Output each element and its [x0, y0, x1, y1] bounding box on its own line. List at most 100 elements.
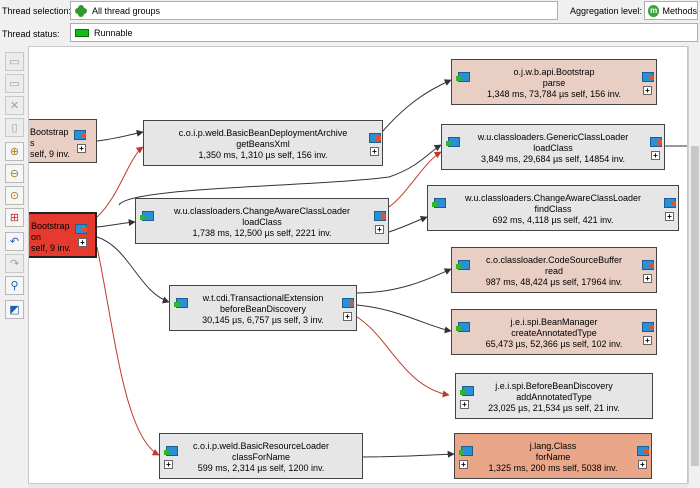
- outgoing-calls-icon[interactable]: [642, 260, 654, 270]
- expand-icon[interactable]: +: [164, 460, 173, 469]
- outgoing-calls-icon[interactable]: [637, 446, 649, 456]
- node-class: w.u.classloaders.ChangeAwareClassLoader: [174, 206, 350, 216]
- find-icon[interactable]: ⚲: [5, 276, 24, 295]
- outgoing-calls-icon[interactable]: [369, 133, 381, 143]
- runnable-icon: [75, 28, 89, 37]
- thread-selection-field[interactable]: All thread groups: [70, 1, 558, 20]
- outgoing-calls-icon[interactable]: [74, 130, 86, 140]
- graph-node[interactable]: c.o.classloader.CodeSourceBuffer read 98…: [451, 247, 657, 293]
- trash-icon[interactable]: ▯: [5, 118, 24, 137]
- graph-node[interactable]: w.u.classloaders.GenericClassLoader load…: [441, 124, 665, 170]
- node-class: Bootstrap: [31, 221, 70, 231]
- node-method: s: [30, 138, 35, 148]
- edge: [118, 144, 442, 206]
- scrollbar-thumb[interactable]: [691, 146, 699, 466]
- outgoing-calls-icon[interactable]: [642, 72, 654, 82]
- node-method: loadClass: [242, 217, 282, 227]
- incoming-calls-icon[interactable]: [140, 211, 154, 221]
- incoming-calls-icon[interactable]: [174, 298, 188, 308]
- expand-icon[interactable]: +: [638, 460, 647, 469]
- methods-icon: m: [648, 4, 660, 17]
- expand-icon[interactable]: +: [343, 312, 352, 321]
- node-stats: self, 9 inv.: [30, 149, 70, 159]
- outgoing-calls-icon[interactable]: [650, 137, 662, 147]
- incoming-calls-icon[interactable]: [459, 446, 473, 456]
- expand-icon[interactable]: +: [370, 147, 379, 156]
- incoming-calls-icon[interactable]: [446, 137, 460, 147]
- edge: [356, 316, 450, 398]
- node-class: j.lang.Class: [529, 441, 577, 451]
- node-class: w.t.cdi.TransactionalExtension: [202, 293, 324, 303]
- export-icon[interactable]: ◩: [5, 300, 24, 319]
- graph-node[interactable]: w.u.classloaders.ChangeAwareClassLoader …: [427, 185, 679, 231]
- outgoing-calls-icon[interactable]: [642, 322, 654, 332]
- comment-add-icon[interactable]: ▭: [5, 74, 24, 93]
- expand-icon[interactable]: +: [459, 460, 468, 469]
- incoming-calls-icon[interactable]: [164, 446, 178, 456]
- graph-node[interactable]: j.e.i.spi.BeanManager createAnnotatedTyp…: [451, 309, 657, 355]
- zoom-out-icon[interactable]: ⊖: [5, 164, 24, 183]
- graph-node[interactable]: Bootstrap on self, 9 inv. +: [29, 212, 97, 258]
- thread-selection-label: Thread selection:: [2, 6, 72, 16]
- node-method: createAnnotatedType: [511, 328, 597, 338]
- node-stats: 1,348 ms, 73,784 µs self, 156 inv.: [486, 89, 622, 99]
- incoming-calls-icon[interactable]: [460, 386, 474, 396]
- node-stats: 3,849 ms, 29,684 µs self, 14854 inv.: [480, 154, 626, 164]
- node-class: o.j.w.b.api.Bootstrap: [513, 67, 595, 77]
- redo-icon[interactable]: ↷: [5, 254, 24, 273]
- graph-node[interactable]: c.o.i.p.weld.BasicResourceLoader classFo…: [159, 433, 363, 479]
- node-method: loadClass: [533, 143, 573, 153]
- node-stats: 65,473 µs, 52,366 µs self, 102 inv.: [485, 339, 623, 349]
- expand-icon[interactable]: +: [651, 151, 660, 160]
- graph-node[interactable]: w.t.cdi.TransactionalExtension beforeBea…: [169, 285, 357, 331]
- graph-node[interactable]: j.lang.Class forName 1,325 ms, 200 ms se…: [454, 433, 652, 479]
- aggregation-label: Aggregation level:: [570, 6, 643, 16]
- node-method: on: [31, 232, 42, 242]
- vertical-scrollbar[interactable]: [688, 46, 700, 484]
- node-class: c.o.i.p.weld.BasicBeanDeploymentArchive: [178, 128, 348, 138]
- delete-icon[interactable]: ✕: [5, 96, 24, 115]
- incoming-calls-icon[interactable]: [456, 322, 470, 332]
- node-stats: 1,350 ms, 1,310 µs self, 156 inv.: [198, 150, 328, 160]
- expand-icon[interactable]: +: [665, 212, 674, 221]
- node-class: j.e.i.spi.BeanManager: [510, 317, 598, 327]
- outgoing-calls-icon[interactable]: [342, 298, 354, 308]
- graph-node[interactable]: c.o.i.p.weld.BasicBeanDeploymentArchive …: [143, 120, 383, 166]
- expand-icon[interactable]: +: [643, 274, 652, 283]
- expand-icon[interactable]: +: [77, 144, 86, 153]
- incoming-calls-icon[interactable]: [456, 260, 470, 270]
- edge: [362, 450, 455, 458]
- aggregation-dropdown[interactable]: m Methods: [644, 1, 698, 20]
- graph-node[interactable]: w.u.classloaders.ChangeAwareClassLoader …: [135, 198, 389, 244]
- expand-icon[interactable]: +: [375, 225, 384, 234]
- outgoing-calls-icon[interactable]: [664, 198, 676, 208]
- outgoing-calls-icon[interactable]: [75, 224, 87, 234]
- graph-node[interactable]: j.e.i.spi.BeforeBeanDiscovery addAnnotat…: [455, 373, 653, 419]
- undo-icon[interactable]: ↶: [5, 232, 24, 251]
- edge: [96, 146, 144, 218]
- incoming-calls-icon[interactable]: [456, 72, 470, 82]
- outgoing-calls-icon[interactable]: [374, 211, 386, 221]
- call-graph-canvas[interactable]: Bootstrap s self, 9 inv. + Bootstrap on …: [28, 46, 688, 484]
- expand-icon[interactable]: +: [78, 238, 87, 247]
- edge: [96, 219, 136, 228]
- zoom-in-icon[interactable]: ⊕: [5, 142, 24, 161]
- thread-status-field[interactable]: Runnable: [70, 23, 698, 42]
- horizontal-scrollbar[interactable]: [28, 484, 688, 488]
- fit-icon[interactable]: ⊞: [5, 208, 24, 227]
- expand-icon[interactable]: +: [643, 336, 652, 345]
- expand-icon[interactable]: +: [643, 86, 652, 95]
- node-method: forName: [535, 452, 571, 462]
- comment-icon[interactable]: ▭: [5, 52, 24, 71]
- node-class: w.u.classloaders.GenericClassLoader: [477, 132, 629, 142]
- zoom-100-icon[interactable]: ⊙: [5, 186, 24, 205]
- incoming-calls-icon[interactable]: [432, 198, 446, 208]
- node-method: classForName: [231, 452, 290, 462]
- node-method: findClass: [534, 204, 572, 214]
- node-method: getBeansXml: [236, 139, 290, 149]
- graph-node[interactable]: o.j.w.b.api.Bootstrap parse 1,348 ms, 73…: [451, 59, 657, 105]
- expand-icon[interactable]: +: [460, 400, 469, 409]
- graph-node[interactable]: Bootstrap s self, 9 inv. +: [29, 119, 97, 163]
- node-stats: 23,025 µs, 21,534 µs self, 21 inv.: [488, 403, 620, 413]
- edge: [382, 79, 452, 132]
